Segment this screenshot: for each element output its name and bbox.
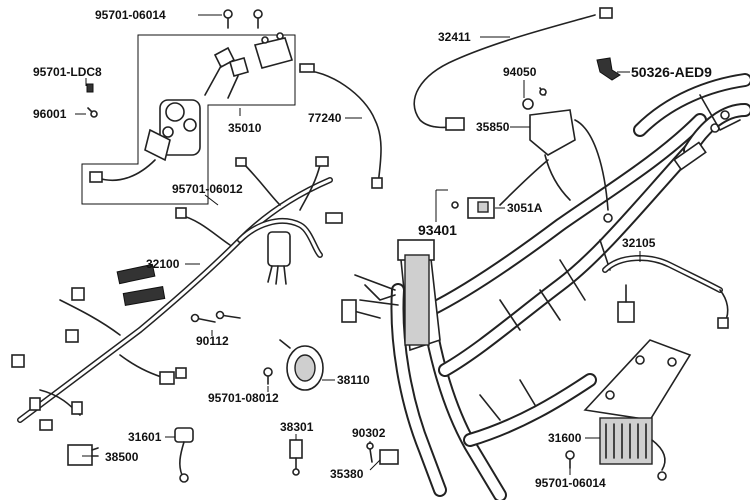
label-32100: 32100 <box>146 257 180 271</box>
harness-32105 <box>602 255 729 329</box>
label-90302: 90302 <box>352 426 386 440</box>
label-35010: 35010 <box>228 121 262 135</box>
nut-94050 <box>522 87 547 110</box>
label-38500: 38500 <box>105 450 139 464</box>
screws-90112 <box>190 310 241 323</box>
label-35380: 35380 <box>330 467 364 481</box>
label-77240: 77240 <box>308 111 342 125</box>
label-95701-08012: 95701-08012 <box>208 391 279 405</box>
plug-lead-3051a <box>467 159 549 219</box>
steering-head <box>341 239 441 352</box>
switch-38301 <box>289 439 303 476</box>
screw-95701-08012 <box>263 367 273 385</box>
left-small-parts <box>86 83 98 118</box>
seat-lock <box>253 32 294 69</box>
switch-35380 <box>366 442 399 465</box>
part-labels: 95701-06014 32411 95701-LDC8 94050 50326… <box>33 8 712 490</box>
label-3051a: 3051A <box>507 201 543 215</box>
bracket-50326-aed9 <box>596 57 621 81</box>
label-95701-06014-top: 95701-06014 <box>95 8 166 22</box>
coil-35850 <box>529 109 613 223</box>
leader-lines <box>75 14 641 475</box>
label-95701-06014-bottom: 95701-06014 <box>535 476 606 490</box>
label-94050: 94050 <box>503 65 537 79</box>
label-35850: 35850 <box>476 120 510 134</box>
screw-95701-06014-bottom <box>565 450 575 469</box>
frame-body <box>390 73 750 500</box>
label-95701-06012: 95701-06012 <box>172 182 243 196</box>
label-38110: 38110 <box>337 373 370 387</box>
label-90112: 90112 <box>196 334 229 348</box>
main-harness <box>11 156 333 431</box>
harness-connectors <box>116 212 343 306</box>
top-screws <box>223 9 263 29</box>
cable-77240 <box>299 63 383 189</box>
sensor-31601 <box>174 427 194 483</box>
cable-32411 <box>413 7 613 131</box>
screw-93401 <box>435 189 459 222</box>
label-50326-aed9: 50326-AED9 <box>631 64 712 80</box>
label-96001: 96001 <box>33 107 67 121</box>
label-31600: 31600 <box>548 431 582 445</box>
ignition-keys <box>204 46 249 99</box>
label-32411: 32411 <box>438 30 471 44</box>
horn-38110 <box>279 339 324 391</box>
ignition-switch <box>89 99 201 183</box>
label-38301: 38301 <box>280 420 314 434</box>
label-93401: 93401 <box>418 222 457 238</box>
relay-38500 <box>67 444 99 466</box>
bracket-31600 <box>583 339 692 481</box>
ignition-switch-box <box>81 34 296 205</box>
label-31601: 31601 <box>128 430 162 444</box>
label-95701-ldc8: 95701-LDC8 <box>33 65 102 79</box>
label-32105: 32105 <box>622 236 656 250</box>
